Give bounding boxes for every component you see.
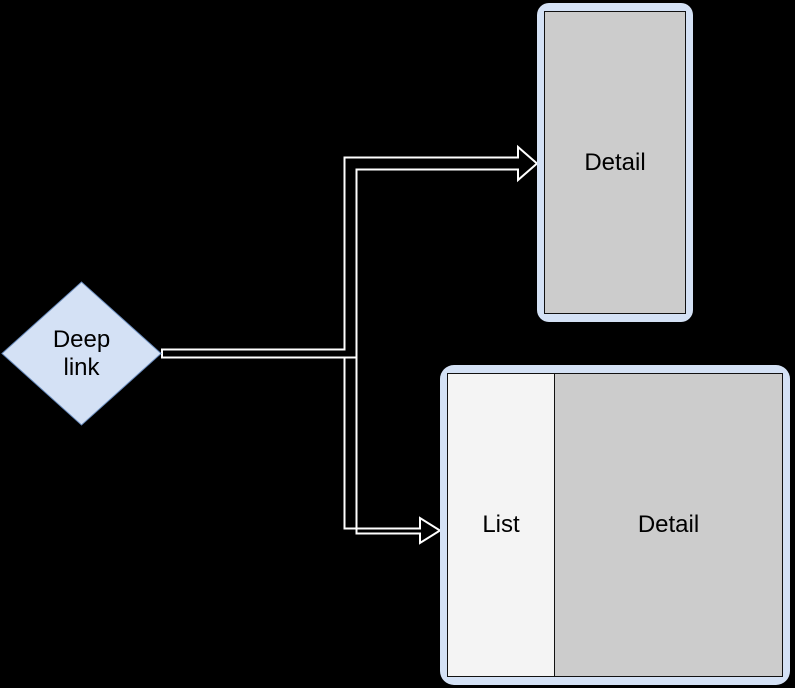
deep-link-label: Deep link	[0, 280, 163, 427]
edge-deeplink-to-tablet[interactable]	[343, 356, 442, 545]
deep-link-label-line2: link	[63, 353, 100, 381]
phone-screen: Detail	[544, 11, 686, 314]
node-deep-link[interactable]: Deep link	[0, 280, 163, 427]
diamond-shape	[1, 281, 162, 426]
deep-link-label-line1: Deep	[52, 325, 111, 353]
edge-deeplink-to-phone[interactable]	[161, 144, 539, 359]
tablet-list-label: List	[482, 511, 520, 538]
node-tablet-list-detail[interactable]: List Detail	[440, 365, 790, 685]
tablet-list-pane[interactable]: List	[448, 374, 555, 676]
phone-detail-label: Detail	[584, 148, 646, 176]
tablet-detail-label: Detail	[637, 511, 700, 538]
node-phone-detail[interactable]: Detail	[537, 3, 693, 322]
tablet-detail-pane[interactable]: Detail	[555, 374, 782, 676]
tablet-screen: List Detail	[447, 373, 783, 677]
